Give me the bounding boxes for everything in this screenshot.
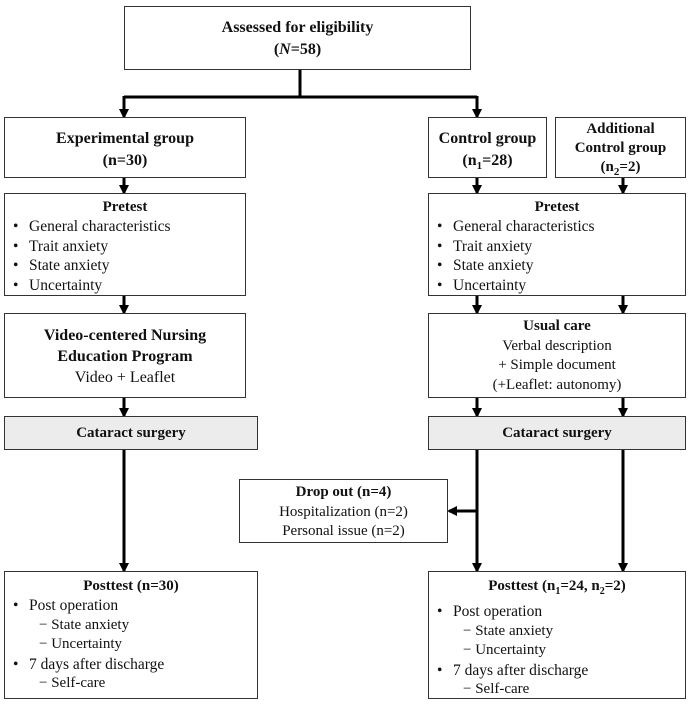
posttest-right-sub: − State anxiety bbox=[463, 622, 554, 639]
assessed-title: Assessed for eligibility bbox=[221, 19, 374, 36]
program-line2: Education Program bbox=[57, 348, 193, 365]
list-item: •Uncertainty bbox=[437, 276, 527, 294]
list-item: •Trait anxiety bbox=[13, 237, 109, 255]
posttest-left-sub: − State anxiety bbox=[39, 616, 130, 633]
pretest-left-box: Pretest •General characteristics •Trait … bbox=[4, 193, 246, 296]
pretest-right-list: •General characteristics •Trait anxiety … bbox=[429, 217, 685, 295]
usual-care-line4: (+Leaflet: autonomy) bbox=[492, 376, 622, 393]
surgery-right-box: Cataract surgery bbox=[428, 416, 686, 450]
pretest-right-title: Pretest bbox=[534, 199, 580, 215]
program-line3: Video + Leaflet bbox=[74, 369, 176, 386]
posttest-left-sub: − Self-care bbox=[39, 675, 106, 691]
surgery-left-box: Cataract surgery bbox=[4, 416, 258, 450]
posttest-right-title: Posttest (n1=24, n2=2) bbox=[488, 578, 626, 597]
experimental-group-box: Experimental group (n=30) bbox=[4, 117, 246, 178]
list-item: •General characteristics bbox=[13, 218, 171, 235]
control-title: Control group bbox=[438, 130, 537, 147]
posttest-left-sub: − Uncertainty bbox=[39, 636, 123, 652]
list-item: •7 days after discharge bbox=[13, 655, 165, 673]
list-item: •State anxiety bbox=[13, 257, 110, 274]
dropout-line2: Hospitalization (n=2) bbox=[279, 503, 408, 520]
pretest-left-title: Pretest bbox=[102, 199, 148, 215]
usual-care-box: Usual care Verbal description + Simple d… bbox=[428, 313, 686, 398]
list-item: •Post operation bbox=[437, 603, 543, 620]
dropout-title: Drop out (n=4) bbox=[295, 484, 392, 500]
additional-line1: Additional bbox=[586, 121, 655, 137]
assessed-eligibility-box: Assessed for eligibility (N=58) bbox=[124, 6, 471, 70]
list-item: •General characteristics bbox=[437, 218, 595, 235]
list-item: •7 days after discharge bbox=[437, 661, 589, 679]
experimental-title: Experimental group bbox=[56, 130, 194, 147]
posttest-right-sub: − Self-care bbox=[463, 681, 530, 697]
program-line1: Video-centered Nursing bbox=[43, 327, 207, 344]
surgery-left-label: Cataract surgery bbox=[76, 425, 186, 441]
program-box: Video-centered Nursing Education Program… bbox=[4, 313, 246, 398]
pretest-left-list: •General characteristics •Trait anxiety … bbox=[5, 217, 245, 295]
list-item: •State anxiety bbox=[437, 257, 534, 274]
experimental-count: (n=30) bbox=[102, 152, 148, 169]
usual-care-line3: + Simple document bbox=[498, 357, 616, 373]
usual-care-line2: Verbal description bbox=[502, 337, 612, 354]
posttest-right-list: •Post operation bbox=[429, 602, 685, 622]
additional-count: (n2=2) bbox=[600, 159, 641, 178]
control-count: (n1=28) bbox=[462, 152, 513, 173]
list-item: •Post operation bbox=[13, 597, 119, 614]
dropout-line3: Personal issue (n=2) bbox=[282, 523, 405, 539]
additional-control-group-box: Additional Control group (n2=2) bbox=[555, 117, 686, 178]
posttest-right-list-2: •7 days after discharge bbox=[429, 661, 685, 681]
posttest-right-sub: − Uncertainty bbox=[463, 642, 547, 658]
dropout-box: Drop out (n=4) Hospitalization (n=2) Per… bbox=[239, 479, 448, 543]
pretest-right-box: Pretest •General characteristics •Trait … bbox=[428, 193, 686, 296]
posttest-right-box: Posttest (n1=24, n2=2) •Post operation −… bbox=[428, 571, 686, 699]
control-group-box: Control group (n1=28) bbox=[428, 117, 547, 178]
additional-line2: Control group bbox=[574, 140, 667, 156]
posttest-left-list-2: •7 days after discharge bbox=[5, 655, 257, 675]
usual-care-title: Usual care bbox=[523, 318, 591, 334]
list-item: •Uncertainty bbox=[13, 276, 103, 294]
assessed-count: (N=58) bbox=[273, 41, 322, 58]
surgery-right-label: Cataract surgery bbox=[502, 425, 612, 441]
posttest-left-box: Posttest (n=30) •Post operation − State … bbox=[4, 571, 258, 699]
posttest-left-title: Posttest (n=30) bbox=[83, 578, 179, 594]
posttest-left-list: •Post operation bbox=[5, 596, 257, 616]
list-item: •Trait anxiety bbox=[437, 237, 533, 255]
